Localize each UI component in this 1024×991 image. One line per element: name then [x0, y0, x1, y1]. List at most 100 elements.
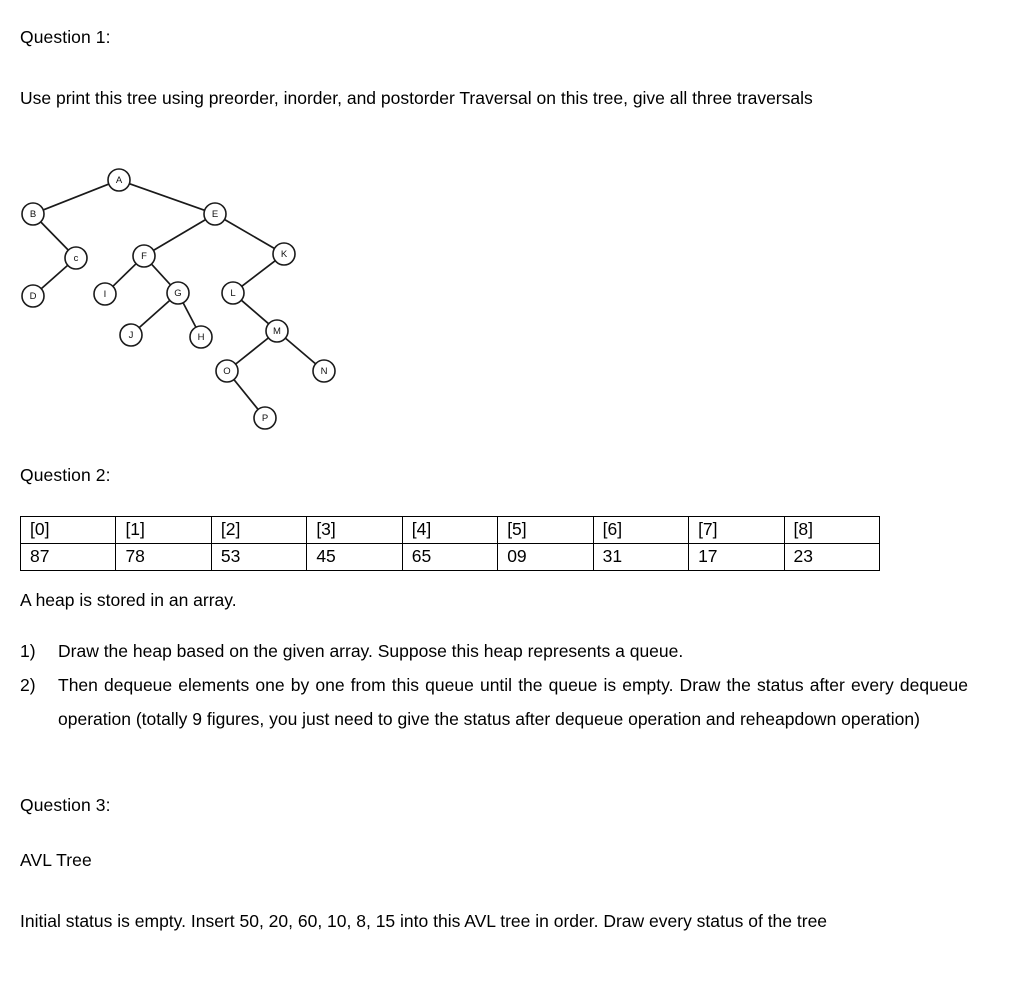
question-3-heading: Question 3: — [20, 795, 111, 815]
tree-node-g: G — [166, 281, 190, 305]
tree-node-j: J — [119, 323, 143, 347]
tree-edge-f-g — [150, 263, 172, 286]
list-item-text: Then dequeue elements one by one from th… — [58, 675, 968, 729]
tree-node-circle — [253, 406, 277, 430]
tree-node-circle — [21, 284, 45, 308]
question-2-instruction-list: 1) Draw the heap based on the given arra… — [20, 634, 968, 736]
tree-node-a: A — [107, 168, 131, 192]
tree-node-m: M — [265, 319, 289, 343]
tree-node-circle — [265, 319, 289, 343]
tree-edge-e-k — [223, 218, 276, 250]
tree-node-circle — [21, 202, 45, 226]
question-1-body: Use print this tree using preorder, inor… — [20, 88, 813, 108]
tree-edge-m-n — [284, 337, 317, 365]
tree-node-p: P — [253, 406, 277, 430]
heap-index-cell: [3] — [306, 516, 403, 544]
tree-edge-g-h — [182, 301, 197, 329]
tree-edge-l-m — [240, 299, 270, 325]
list-item: 1) Draw the heap based on the given arra… — [20, 634, 968, 668]
tree-node-label: E — [212, 209, 218, 220]
tree-node-circle — [189, 325, 213, 349]
binary-tree-svg: A BcD E F I G J H K L M O N P — [21, 168, 336, 430]
tree-edge-c-d — [40, 264, 69, 290]
heap-index-cell: [2] — [210, 516, 308, 544]
tree-node-circle — [203, 202, 227, 226]
tree-node-k: K — [272, 242, 296, 266]
tree-node-h: H — [189, 325, 213, 349]
tree-edge-group — [39, 182, 317, 411]
question-2-heading: Question 2: — [20, 465, 111, 485]
tree-edge-b-c — [39, 221, 70, 251]
tree-node-label: M — [273, 326, 281, 337]
heap-value-cell: 23 — [783, 543, 880, 571]
tree-node-f: F — [132, 244, 156, 268]
tree-node-d: D — [21, 284, 45, 308]
tree-node-c: c — [64, 246, 88, 270]
tree-node-label: I — [104, 289, 107, 300]
tree-edge-e-f — [152, 218, 207, 252]
tree-node-label: N — [321, 366, 328, 377]
tree-edge-a-b — [42, 183, 110, 211]
tree-node-group: A BcD E F I G J H K L M O N P — [21, 168, 336, 430]
tree-edge-m-o — [234, 337, 270, 365]
tree-edge-k-l — [240, 259, 277, 288]
tree-node-label: P — [262, 413, 268, 424]
heap-value-cell: 31 — [592, 543, 690, 571]
tree-node-circle — [93, 282, 117, 306]
heap-index-row: [0][1][2][3][4][5][6][7][8] — [19, 516, 880, 544]
question-1-heading: Question 1: — [20, 27, 111, 47]
tree-node-label: G — [174, 288, 181, 299]
heap-value-cell: 78 — [115, 543, 212, 571]
heap-index-cell: [1] — [115, 516, 212, 544]
heap-value-cell: 45 — [306, 543, 403, 571]
heap-index-cell: [6] — [592, 516, 690, 544]
tree-node-label: D — [30, 291, 37, 302]
tree-node-label: L — [230, 288, 235, 299]
tree-node-circle — [132, 244, 156, 268]
question-3-subheading: AVL Tree — [20, 850, 92, 870]
tree-node-e: E — [203, 202, 227, 226]
heap-index-cell: [4] — [401, 516, 499, 544]
tree-node-circle — [166, 281, 190, 305]
question-3-body: Initial status is empty. Insert 50, 20, … — [20, 911, 828, 931]
tree-node-label: B — [30, 209, 36, 220]
tree-node-label: H — [198, 332, 205, 343]
list-item-text: Draw the heap based on the given array. … — [58, 641, 684, 661]
tree-node-label: O — [223, 366, 230, 377]
heap-index-cell: [5] — [497, 516, 594, 544]
heap-value-cell: 09 — [497, 543, 594, 571]
tree-node-n: N — [312, 359, 336, 383]
tree-edge-g-j — [138, 299, 171, 329]
tree-node-label: K — [281, 249, 288, 260]
tree-node-circle — [107, 168, 131, 192]
tree-node-circle — [312, 359, 336, 383]
heap-value-cell: 87 — [19, 543, 117, 571]
tree-node-label: A — [116, 175, 123, 186]
tree-node-circle — [64, 246, 88, 270]
heap-value-cell: 53 — [210, 543, 308, 571]
tree-edge-f-i — [112, 262, 137, 288]
heap-index-cell: [0] — [19, 516, 117, 544]
list-item: 2) Then dequeue elements one by one from… — [20, 668, 968, 736]
tree-node-circle — [221, 281, 245, 305]
list-item-marker: 1) — [20, 641, 36, 661]
tree-node-circle — [215, 359, 239, 383]
list-item-marker: 2) — [20, 675, 36, 695]
heap-index-cell: [8] — [783, 516, 880, 544]
tree-node-o: O — [215, 359, 239, 383]
heap-index-cell: [7] — [688, 516, 785, 544]
tree-node-circle — [272, 242, 296, 266]
heap-array-caption: A heap is stored in an array. — [20, 590, 237, 610]
tree-edge-o-p — [233, 378, 259, 411]
tree-edge-a-e — [128, 182, 206, 212]
tree-node-l: L — [221, 281, 245, 305]
tree-node-circle — [119, 323, 143, 347]
heap-value-cell: 17 — [688, 543, 785, 571]
tree-node-i: I — [93, 282, 117, 306]
tree-node-label: J — [129, 330, 134, 341]
tree-node-b: B — [21, 202, 45, 226]
